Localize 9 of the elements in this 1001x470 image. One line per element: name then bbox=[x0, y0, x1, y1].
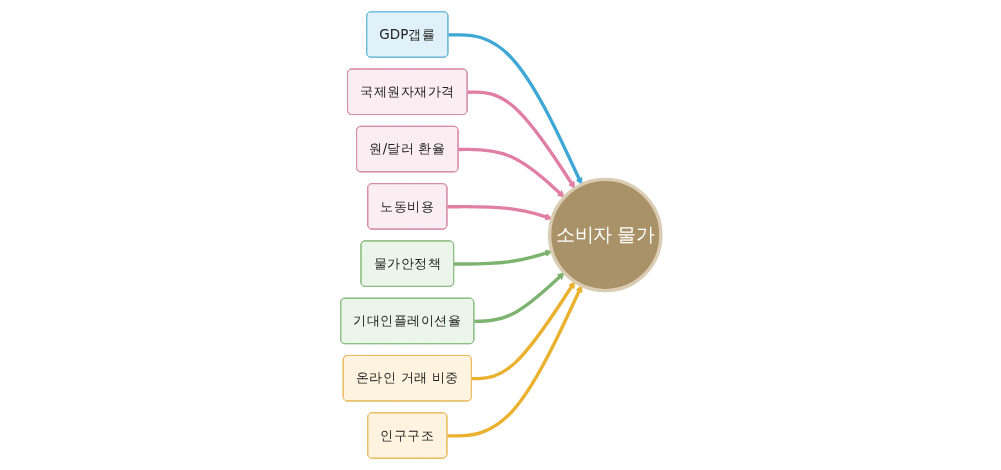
arrow bbox=[453, 249, 553, 266]
arrow bbox=[448, 33, 582, 185]
arrow bbox=[458, 147, 565, 198]
arrow bbox=[447, 205, 553, 221]
arrow bbox=[447, 285, 582, 438]
arrow bbox=[471, 281, 575, 381]
arrow bbox=[473, 272, 565, 324]
node-circle: 소비자 물가 bbox=[547, 177, 663, 293]
arrow bbox=[467, 90, 575, 189]
